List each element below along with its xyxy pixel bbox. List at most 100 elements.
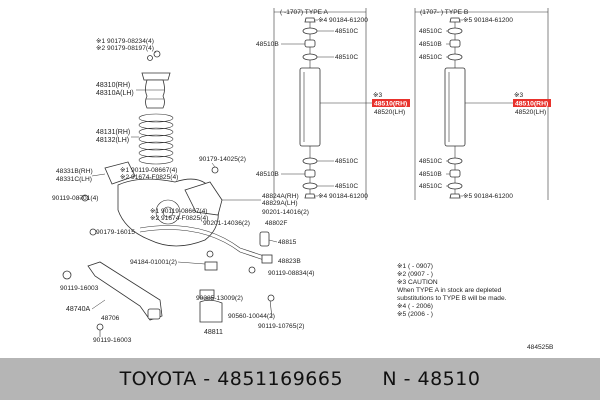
nut-icon — [248, 266, 256, 274]
bushing-icon — [261, 254, 273, 264]
type-a-washer-icon — [302, 182, 318, 190]
label-l18: 90201-14036(2) — [203, 220, 250, 227]
label-l20: 90179-16015 — [96, 229, 135, 236]
type-b-washer-icon — [447, 157, 463, 165]
type-b-c1-label: 48510C — [419, 28, 442, 35]
type-a-c3-label: 48510C — [335, 158, 358, 165]
footer-bar: TOYOTA - 4851169665 N - 48510 — [0, 358, 600, 400]
type-a-bottom-nut-icon — [304, 193, 316, 199]
type-a-part-lh-label[interactable]: 48520(LH) — [374, 109, 405, 116]
label-l13: 48824A(RH) — [262, 193, 299, 200]
label-l05: 48131(RH) — [96, 129, 130, 136]
label-l27: 48740A — [66, 306, 90, 313]
type-b-shock-assembly — [444, 17, 466, 199]
footer-part-number: 4851169665 — [217, 368, 344, 390]
label-l04: 48310A(LH) — [96, 90, 134, 97]
type-a-bottom-nut-label: ※4 90184-61200 — [318, 193, 368, 200]
legend: ※1 ( - 0907) ※2 (0907 - ) ※3 CAUTION Whe… — [397, 263, 507, 318]
label-l09: ※1 90119-08667(4) — [120, 167, 177, 174]
bump-stop-cap-icon — [141, 72, 171, 81]
legend-line-3: ※3 CAUTION — [397, 279, 438, 286]
bolt-icon — [147, 55, 153, 61]
type-b-ref-mark: ※3 — [514, 92, 524, 99]
type-a-b1-label: 48510B — [256, 41, 279, 48]
bump-stop-icon — [145, 79, 165, 109]
type-a-c2-label: 48510C — [335, 54, 358, 61]
bolt-icon — [62, 270, 72, 280]
label-l12: 90119-08701(4) — [52, 195, 98, 202]
legend-line-2: ※2 (0907 - ) — [397, 271, 433, 278]
type-b-part-rh-label[interactable]: 48510(RH) — [515, 101, 548, 108]
footer-title: TOYOTA - 4851169665 N - 48510 — [119, 368, 481, 390]
footer-ref: N - 48510 — [382, 368, 481, 390]
label-l17: 90201-14016(2) — [262, 209, 309, 216]
diagram-canvas: ( -1707) TYPE A (1707- ) TYPE B ※4 90184… — [52, 8, 554, 351]
type-b-part-lh-label[interactable]: 48520(LH) — [515, 109, 546, 116]
label-l03: 48310(RH) — [96, 82, 130, 89]
type-a-washer-icon — [302, 27, 318, 35]
type-a-part-rh-label[interactable]: 48510(RH) — [374, 101, 407, 108]
type-a-top-nut-icon — [304, 17, 316, 23]
label-l21: 48815 — [278, 239, 297, 246]
type-a-header-text: ( -1707) TYPE A — [280, 9, 328, 16]
coil-spring-icon — [138, 113, 174, 165]
type-b-bottom-nut-label: ※5 90184-61200 — [463, 193, 513, 200]
type-a-c4-label: 48510C — [335, 183, 358, 190]
suspension-assembly-drawing — [62, 50, 275, 337]
label-l28: 48706 — [101, 315, 120, 322]
type-a-ref-mark: ※3 — [373, 92, 383, 99]
type-b-washer-icon — [447, 53, 463, 61]
label-l07: 48331B(RH) — [56, 168, 93, 175]
type-b-c2-label: 48510C — [419, 54, 442, 61]
label-l08: 48331C(LH) — [56, 176, 92, 183]
label-l31: 48811 — [204, 329, 223, 336]
type-b-highlight-box — [513, 99, 551, 107]
type-b-washer-icon — [447, 182, 463, 190]
type-b-c3-label: 48510C — [419, 158, 442, 165]
legend-line-5: substitutions to TYPE B will be made. — [397, 295, 507, 302]
type-b-bushing-icon — [449, 39, 461, 48]
type-b-labels: ※5 90184-61200 48510C 48510B 48510C ※3 4… — [419, 17, 551, 200]
label-l29: 90560-10044(2) — [228, 313, 275, 320]
clamp-icon — [204, 261, 218, 271]
spring-bracket-icon — [104, 161, 136, 185]
label-l23: 48823B — [278, 258, 301, 265]
label-l26: 90385-13009(2) — [196, 295, 243, 302]
label-l11: 90179-14025(2) — [199, 156, 246, 163]
label-l19: 48802F — [265, 220, 287, 227]
label-l02: ※2 90179-08197(4) — [96, 45, 154, 52]
type-a-c1-label: 48510C — [335, 28, 358, 35]
bolt-icon — [96, 323, 104, 331]
type-b-bottom-nut-icon — [449, 193, 461, 199]
type-b-shock-body-icon — [444, 67, 466, 147]
label-l01: ※1 90179-08234(4) — [96, 38, 154, 45]
type-a-shock-body-icon — [299, 67, 321, 147]
label-l30: 90119-16003 — [93, 337, 132, 344]
type-b-washer-icon — [447, 27, 463, 35]
left-labels: ※1 90179-08234(4) ※2 90179-08197(4) 4831… — [52, 38, 314, 344]
footer-brand: TOYOTA — [119, 368, 197, 390]
stabilizer-bracket-icon — [199, 299, 223, 323]
type-b-top-nut-label: ※5 90184-61200 — [463, 17, 513, 24]
label-l25: 90119-16003 — [60, 285, 99, 292]
type-a-bushing-icon — [304, 169, 316, 178]
rod-bushing-icon — [147, 308, 161, 320]
type-b-c4-label: 48510C — [419, 183, 442, 190]
label-l32: 90119-10765(2) — [258, 323, 304, 330]
nut-icon — [206, 250, 214, 258]
type-a-labels: ※4 90184-61200 48510C 48510B 48510C ※3 4… — [256, 17, 410, 200]
legend-line-4: When TYPE A in stock are depleted — [397, 287, 502, 294]
diagram-ref-code: 484525B — [527, 344, 554, 351]
bolt-icon — [267, 294, 275, 302]
type-b-bushing-icon — [449, 169, 461, 178]
type-b-b2-label: 48510B — [419, 171, 442, 178]
type-b-top-nut-icon — [449, 17, 461, 23]
type-b-header-text: (1707- ) TYPE B — [420, 9, 469, 16]
label-l14: 48829A(LH) — [262, 200, 298, 207]
label-l24: 90119-08834(4) — [268, 270, 314, 277]
label-l22: 94184-01001(2) — [130, 259, 177, 266]
shock-bracket-icon — [184, 181, 223, 216]
type-a-bushing-icon — [304, 39, 316, 48]
legend-line-7: ※5 (2006 - ) — [397, 311, 433, 318]
stabilizer-link-icon — [259, 231, 270, 247]
